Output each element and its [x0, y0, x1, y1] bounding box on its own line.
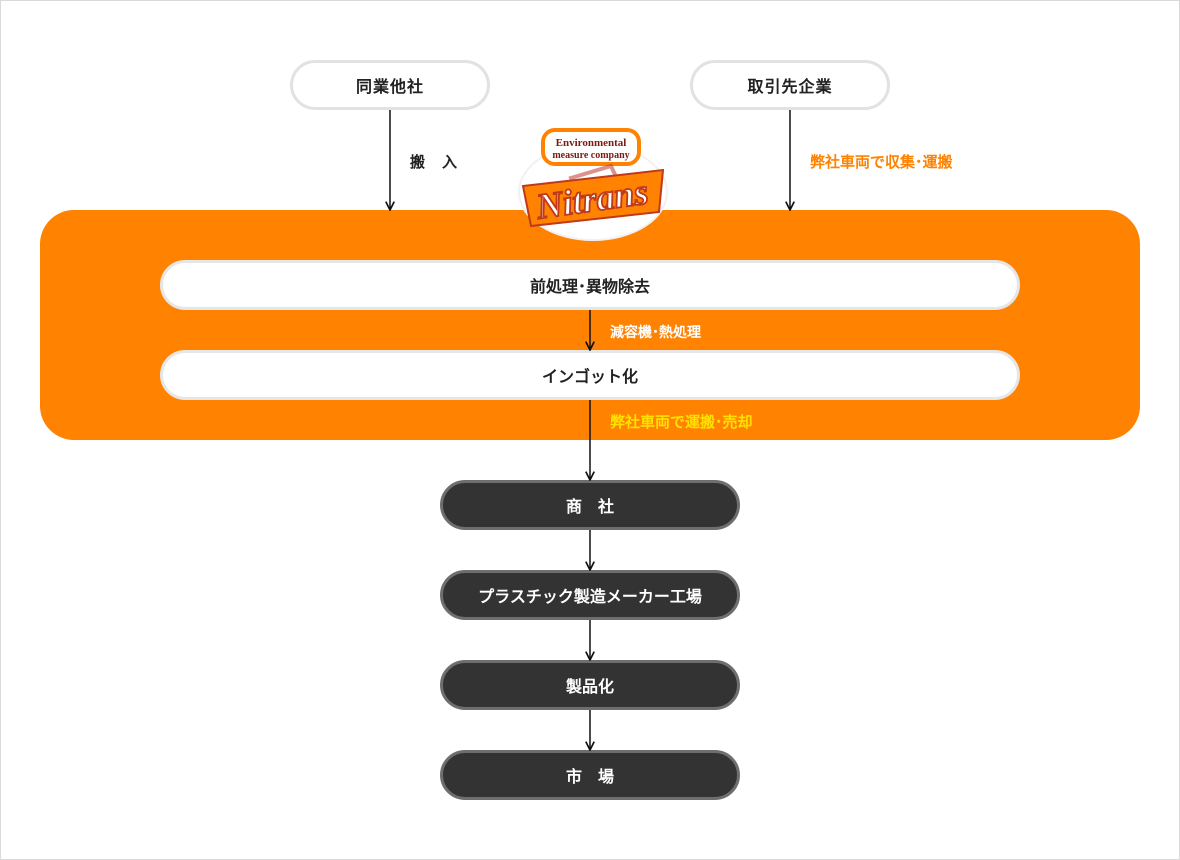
nitrans-logo: Environmental measure company Nitrans [518, 128, 668, 241]
output-trading-company: 商 社 [440, 480, 740, 530]
output-plastic-factory: プラスチック製造メーカー工場 [440, 570, 740, 620]
reduce-heat-label: 減容機･熱処理 [610, 325, 701, 341]
step-pretreatment: 前処理･異物除去 [160, 260, 1020, 310]
inbound-label: 搬 入 [410, 153, 459, 171]
output-market: 市 場 [440, 750, 740, 800]
transport-sell-label: 弊社車両で運搬･売却 [610, 413, 753, 431]
step-ingot: インゴット化 [160, 350, 1020, 400]
source-client-companies: 取引先企業 [690, 60, 890, 110]
logo-text-line1: Environmental [556, 137, 627, 149]
collect-transport-label: 弊社車両で収集･運搬 [810, 153, 953, 171]
output-productization: 製品化 [440, 660, 740, 710]
source-competitors: 同業他社 [290, 60, 490, 110]
logo-text-line2: measure company [552, 150, 629, 161]
